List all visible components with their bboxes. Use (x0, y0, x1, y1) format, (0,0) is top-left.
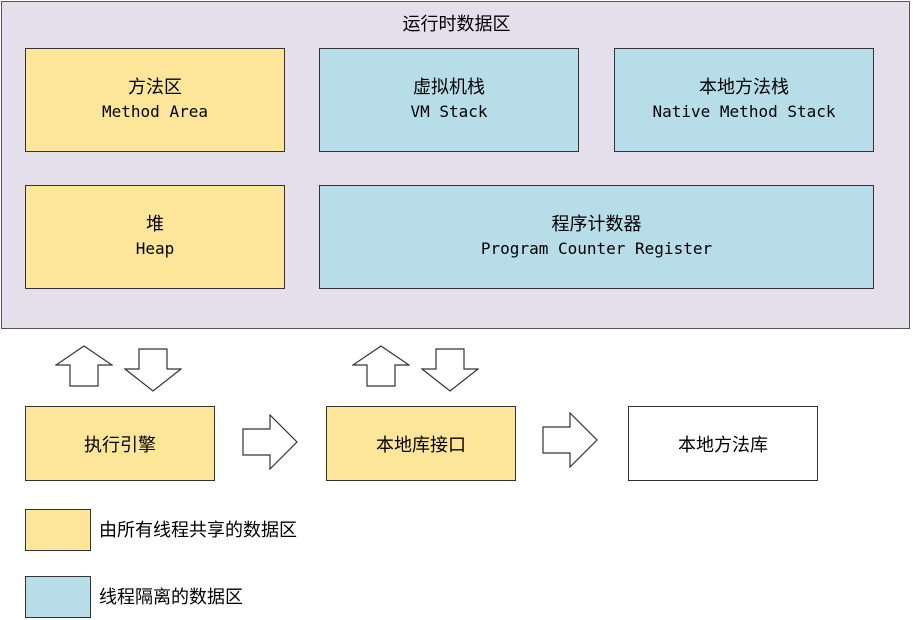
up-arrow-native-interface-icon (352, 345, 410, 387)
runtime-data-area-title: 运行时数据区 (402, 14, 511, 35)
native-method-library-box: 本地方法库 (628, 406, 818, 481)
native-interface-box: 本地库接口 (326, 406, 516, 481)
native-method-library-label: 本地方法库 (678, 434, 768, 456)
method-area-label-en: Method Area (102, 102, 208, 121)
down-arrow-native-interface-icon (421, 348, 479, 392)
native-method-stack-label-zh: 本地方法栈 (699, 77, 789, 98)
up-arrow-engine-icon (55, 345, 113, 387)
legend-isolated-label: 线程隔离的数据区 (99, 587, 243, 608)
legend-shared-swatch (25, 509, 91, 551)
heap-label-en: Heap (135, 239, 175, 258)
program-counter-label-zh: 程序计数器 (551, 214, 642, 235)
execution-engine-box: 执行引擎 (25, 406, 215, 481)
right-arrow-engine-to-interface-icon (242, 414, 298, 470)
method-area-label-zh: 方法区 (128, 77, 182, 98)
program-counter-label-en: Program Counter Register (480, 239, 713, 258)
native-method-stack-box: 本地方法栈 Native Method Stack (614, 48, 874, 152)
heap-box: 堆 Heap (25, 185, 285, 289)
heap-label-zh: 堆 (146, 214, 164, 235)
vm-stack-label-en: VM Stack (410, 102, 488, 121)
native-interface-label: 本地库接口 (376, 434, 466, 456)
vm-stack-box: 虚拟机栈 VM Stack (319, 48, 579, 152)
execution-engine-label: 执行引擎 (84, 434, 156, 456)
method-area-box: 方法区 Method Area (25, 48, 285, 152)
program-counter-register-box: 程序计数器 Program Counter Register (319, 185, 874, 289)
down-arrow-engine-icon (124, 348, 182, 392)
legend-shared-label: 由所有线程共享的数据区 (99, 520, 297, 541)
native-method-stack-label-en: Native Method Stack (652, 102, 836, 121)
vm-stack-label-zh: 虚拟机栈 (413, 77, 485, 98)
legend-isolated-swatch (25, 576, 91, 618)
right-arrow-interface-to-library-icon (542, 412, 598, 468)
